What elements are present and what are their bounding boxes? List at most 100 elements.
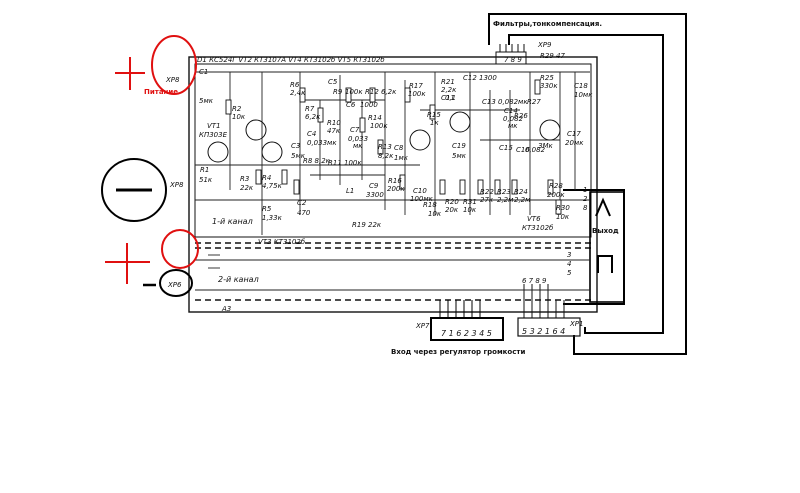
- component-label: C4: [307, 130, 316, 138]
- external-wiring: [488, 13, 687, 355]
- component-label: C3: [291, 142, 300, 150]
- component-label: 3300: [366, 191, 384, 199]
- component-label: C13 0,082мк: [482, 98, 528, 106]
- filters-label: Фильтры,тонкомпенсация.: [493, 20, 602, 28]
- component-label: R6: [290, 81, 300, 89]
- component-label: 1к: [430, 119, 439, 127]
- resistor-symbol: [429, 104, 436, 120]
- component-label: 100к: [408, 90, 426, 98]
- component-label: R20: [445, 198, 459, 206]
- component-label: 10мк: [574, 91, 593, 99]
- component-label: C2: [297, 199, 307, 207]
- resistor-symbol: [369, 87, 376, 103]
- component-label: КП303Е: [199, 131, 228, 139]
- component-label: R18: [423, 201, 437, 209]
- component-label: R5: [262, 205, 272, 213]
- component-label: R13: [378, 143, 392, 151]
- component-label: 0,033мк: [307, 139, 337, 147]
- resistor-symbol: [345, 87, 352, 103]
- vt6-label-b: КТ3102б: [522, 224, 554, 232]
- component-label: 100мк: [410, 195, 434, 203]
- component-label: C15: [499, 144, 513, 152]
- channel-1-label: 1-й канал: [212, 217, 253, 226]
- component-label: мк: [353, 142, 363, 150]
- component-label: 27к: [480, 196, 494, 204]
- xp1-pins: 5 3 2 1 6 4: [522, 327, 565, 336]
- component-label: R2: [232, 105, 242, 113]
- a3-label: А3: [221, 305, 231, 313]
- component-label: ЗМк: [538, 142, 554, 150]
- component-label: 10к: [428, 210, 442, 218]
- xp7-label: ХР7: [415, 322, 430, 330]
- component-label: мк: [508, 122, 518, 130]
- xp9-connector: [495, 44, 527, 65]
- xp7-connector: [430, 300, 504, 341]
- component-label: C12 1300: [463, 74, 497, 82]
- component-label: R16: [388, 177, 402, 185]
- input-label: Вход через регулятор громкости: [391, 348, 525, 356]
- xp1-label: ХР1: [569, 320, 583, 328]
- component-label: C1: [199, 68, 208, 76]
- component-label: 5мк: [452, 152, 467, 160]
- resistor-symbol: [404, 87, 411, 103]
- component-label: 22к: [240, 184, 254, 192]
- component-label: R7: [305, 105, 315, 113]
- component-label: 51к: [199, 176, 213, 184]
- board-outline: [188, 56, 598, 313]
- component-label: 100к: [345, 88, 363, 96]
- resistor-symbol: [547, 179, 554, 195]
- bottom-pins: 6 7 8 9: [522, 277, 547, 285]
- resistor-symbol: [477, 179, 484, 195]
- component-label: R31: [463, 198, 477, 206]
- component-label: R9: [333, 88, 343, 96]
- right-connector-pin-bottom: 5: [567, 269, 572, 277]
- component-label: C9: [369, 182, 379, 190]
- vt1-transistor: [207, 141, 229, 163]
- component-label: L1: [346, 187, 354, 195]
- component-label: 6,2к: [305, 113, 321, 121]
- component-label: R17: [409, 82, 423, 90]
- xp8-mid-highlight-circle: [161, 229, 199, 269]
- output-symbol-bottom: [597, 255, 613, 273]
- power-label: Питание: [144, 88, 178, 96]
- component-label: R22: [480, 188, 494, 196]
- component-label: 5мк: [199, 97, 214, 105]
- component-label: 330к: [540, 82, 558, 90]
- right-connector-pin-top: 1: [583, 186, 587, 194]
- component-label: R25: [540, 74, 554, 82]
- power-plus-marker-bottom: [105, 243, 150, 284]
- vt4b-transistor: [449, 111, 471, 133]
- component-label: C7: [350, 126, 360, 134]
- component-label: C10: [413, 187, 427, 195]
- channel-2-label: 2-й канал: [218, 275, 259, 284]
- component-label: 20к: [445, 206, 459, 214]
- component-label: R21: [441, 78, 455, 86]
- component-label: C8: [394, 144, 404, 152]
- resistor-symbol: [293, 179, 300, 195]
- resistor-symbol: [255, 169, 262, 185]
- xp9-label: ХР9: [537, 41, 552, 49]
- component-label: 0,082: [525, 146, 546, 154]
- vt3-transistor: [261, 141, 283, 163]
- component-label: R27: [527, 98, 541, 106]
- component-label: R23: [497, 188, 511, 196]
- component-label: 0,033: [348, 135, 368, 143]
- xp7-pins: 7 1 6 2 3 4 5: [441, 329, 492, 338]
- component-label: C14: [504, 107, 518, 115]
- resistor-symbol: [534, 79, 541, 95]
- component-label: R8 8,2к: [303, 157, 331, 165]
- resistor-symbol: [511, 179, 518, 195]
- component-label: 47к: [327, 127, 341, 135]
- component-labels: C15мкR151кVT1КП303ЕR210кR322кR44,75кR51,…: [199, 52, 593, 229]
- right-connector-pin-top: 8: [583, 204, 588, 212]
- component-label: R12 6,2к: [365, 88, 397, 96]
- component-label: C6: [346, 101, 356, 109]
- xp6-label: ХР6: [167, 281, 182, 289]
- vt3-label: VT3 КТ3102б: [258, 238, 306, 246]
- component-label: 200к: [547, 191, 565, 199]
- component-label: C17: [567, 130, 581, 138]
- output-box: [589, 191, 625, 303]
- vt2-transistor: [245, 119, 267, 141]
